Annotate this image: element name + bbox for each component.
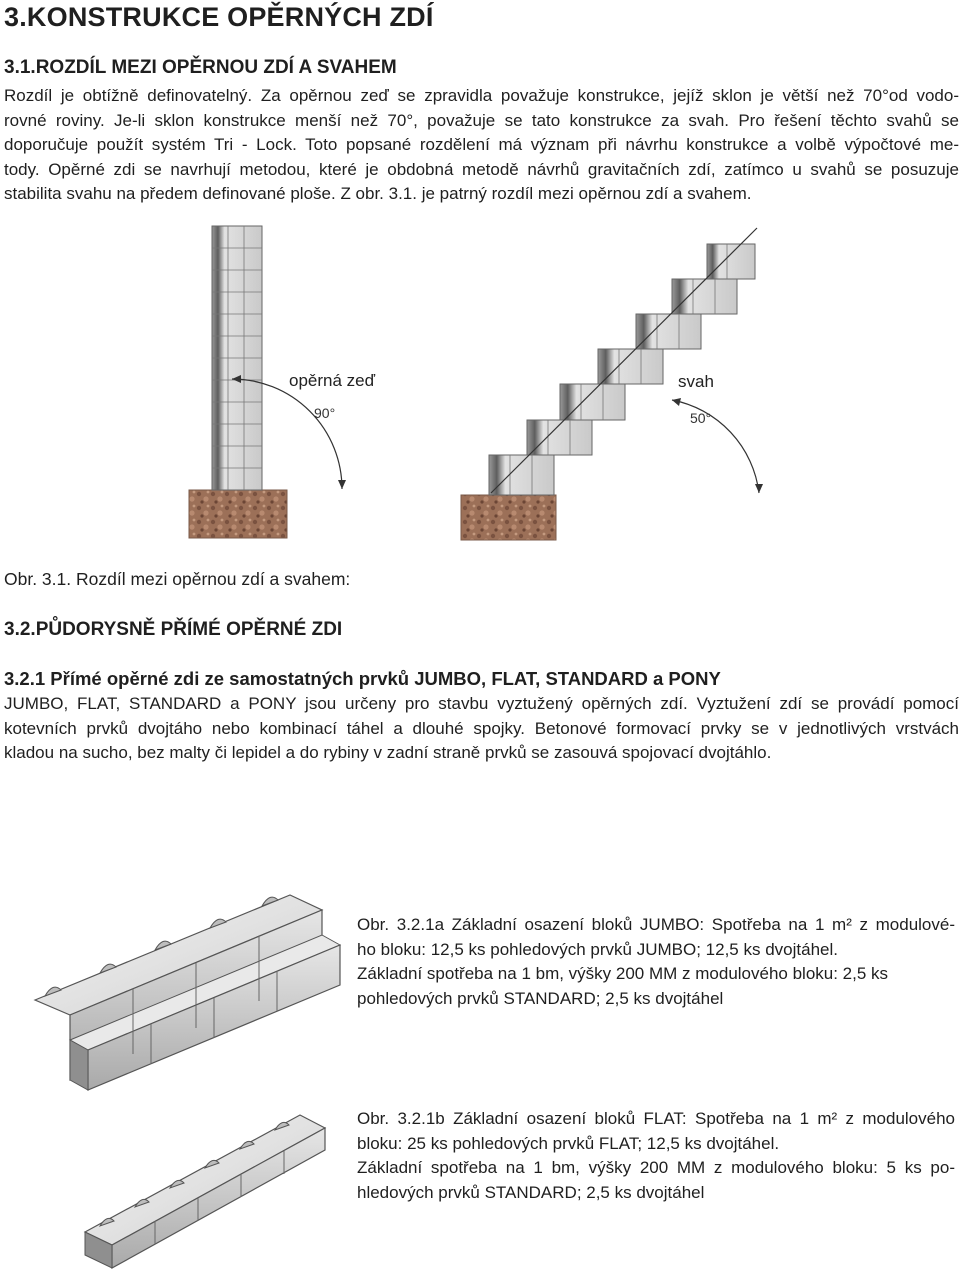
- slope-angle-label: 50°: [690, 410, 711, 426]
- description-line: pohledových prvků STANDARD; 2,5 ks dvojt…: [357, 988, 724, 1008]
- paragraph-line: kladou na sucho, bez malty či lepidel a …: [4, 743, 772, 762]
- retaining-wall-blocks: [211, 225, 263, 491]
- slope-blocks: [488, 243, 756, 496]
- section-title-3-1: 3.1.ROZDÍL MEZI OPĚRNOU ZDÍ A SVAHEM: [4, 57, 397, 78]
- section-title-3-2: 3.2.PŮDORYSNĚ PŘÍMÉ OPĚRNÉ ZDI: [4, 619, 343, 640]
- page-title: 3.KONSTRUKCE OPĚRNÝCH ZDÍ: [4, 2, 434, 32]
- subsection-title-3-2-1: 3.2.1 Přímé opěrné zdi ze samostatných p…: [4, 668, 721, 689]
- paragraph-line: stabilita svahu na předem definované plo…: [4, 184, 752, 203]
- slope-angle-arc: [671, 399, 760, 494]
- slope-label: svah: [678, 372, 714, 391]
- description-line: bloku: 25 ks pohledových prvků FLAT; 12,…: [357, 1133, 780, 1153]
- paragraph-line: tody. Opěrné zdi se navrhují metodou, kt…: [4, 159, 959, 179]
- wall-vs-slope-figure: 90° opěrná zeď 50° svah: [188, 225, 763, 541]
- description-line: Základní spotřeba na 1 bm, výšky 200 MM …: [357, 964, 889, 983]
- figure-3-1-caption: Obr. 3.1. Rozdíl mezi opěrnou zdí a svah…: [4, 569, 351, 589]
- wall-soil-base: [188, 489, 288, 539]
- section-3-2-1-paragraph: JUMBO, FLAT, STANDARD a PONY jsou určeny…: [4, 692, 959, 766]
- wall-label: opěrná zeď: [289, 371, 376, 390]
- description-line: hledových prvků STANDARD; 2,5 ks dvojtáh…: [357, 1182, 705, 1202]
- description-line: Obr. 3.2.1b Základní osazení bloků FLAT:…: [357, 1109, 955, 1128]
- figure-jumbo-description: Obr. 3.2.1a Základní osazení bloků JUMBO…: [357, 913, 955, 1011]
- figure-flat-description: Obr. 3.2.1b Základní osazení bloků FLAT:…: [357, 1107, 955, 1205]
- paragraph-line: doporučuje použít systém Tri - Lock. Tot…: [4, 135, 959, 154]
- paragraph-line: Rozdíl je obtížně definovatelný. Za opěr…: [4, 86, 959, 105]
- paragraph-line: rovné roviny. Je-li sklon konstrukce men…: [4, 110, 959, 130]
- description-line: ho bloku: 12,5 ks pohledových prvků JUMB…: [357, 939, 838, 959]
- section-3-1-paragraph: Rozdíl je obtížně definovatelný. Za opěr…: [4, 84, 959, 207]
- wall-angle-label: 90°: [314, 405, 335, 421]
- wall-angle-arc: [231, 378, 343, 490]
- slope-line: [490, 227, 758, 494]
- paragraph-line: JUMBO, FLAT, STANDARD a PONY jsou určeny…: [4, 694, 959, 713]
- description-line: Základní spotřeba na 1 bm, výšky 200 MM …: [357, 1158, 955, 1177]
- description-line: Obr. 3.2.1a Základní osazení bloků JUMBO…: [357, 915, 955, 934]
- paragraph-line: kotevních prvků dvojtáho nebo kombinací …: [4, 718, 959, 738]
